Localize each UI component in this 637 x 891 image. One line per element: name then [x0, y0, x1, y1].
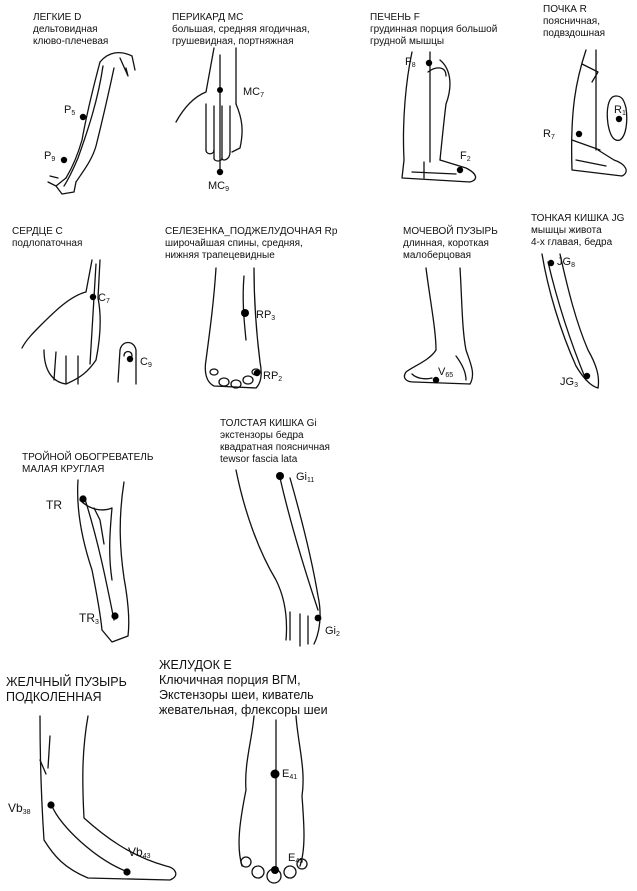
meridian-title: ПЕРИКАРД MC: [172, 12, 244, 23]
point-label: RP3: [256, 309, 276, 322]
muscle-line: широчайшая спины, средняя,: [165, 238, 303, 249]
point-label: E45: [288, 852, 304, 865]
meridian-title: ПОЧКА R: [543, 4, 587, 15]
meridian-title: ТРОЙНОЙ ОБОГРЕВАТЕЛЬ: [22, 452, 154, 463]
foot-illustration: [570, 49, 628, 177]
muscle-line: поясничная,: [543, 16, 600, 27]
muscle-line: дельтовидная: [33, 24, 98, 35]
muscle-line: экстензоры бедра: [220, 430, 304, 441]
point-label: Gi11: [296, 471, 315, 484]
muscle-line: ПОДКОЛЕННАЯ: [6, 690, 102, 704]
muscle-line: жевательная, флексоры шеи: [159, 703, 328, 717]
muscle-line: нижняя трапецевидные: [165, 250, 275, 261]
leg-illustration: [401, 51, 477, 183]
muscle-line: Экстензоры шеи, киватель: [159, 688, 314, 702]
point-label: TR3: [79, 611, 99, 626]
point-label: JG3: [560, 376, 578, 389]
hand-illustration: [175, 47, 243, 176]
muscle-line: квадратная поясничная: [220, 442, 330, 453]
meridian-title: ПЕЧЕНЬ F: [370, 12, 420, 23]
meridian-title: ЖЕЛЧНЫЙ ПУЗЫРЬ: [6, 675, 127, 689]
muscle-line: длинная, короткая: [403, 238, 489, 249]
point-label: R1: [614, 104, 626, 117]
point-label: TR: [46, 498, 62, 512]
point-label: V65: [438, 366, 454, 379]
muscle-line: Ключичная порция ВГМ,: [159, 673, 301, 687]
foot-illustration: [238, 715, 308, 884]
arm-illustration: [235, 469, 322, 647]
meridian-title: ЛЕГКИЕ D: [33, 12, 82, 23]
point-label: C9: [140, 356, 152, 369]
foot-illustration: [204, 267, 262, 389]
point-label: Vb43: [128, 845, 151, 860]
muscle-line: подлопаточная: [12, 238, 83, 249]
muscle-line: грудинная порция большой: [370, 24, 498, 35]
meridian-title: ТОЛСТАЯ КИШКА Gi: [220, 418, 317, 429]
muscle-line: МАЛАЯ КРУГЛАЯ: [22, 464, 105, 475]
point-label: E41: [282, 768, 298, 781]
muscle-line: tewsor fascia lata: [220, 454, 298, 465]
muscle-line: большая, средняя ягодичная,: [172, 24, 310, 35]
point-label: P9: [44, 150, 56, 163]
muscle-line: подвздошная: [543, 28, 606, 39]
meridian-title: СЕРДЦЕ C: [12, 226, 63, 237]
point-label: R7: [543, 128, 555, 141]
point-label: F2: [460, 150, 471, 163]
point-label: MC7: [243, 86, 265, 99]
meridian-title: ТОНКАЯ КИШКА JG: [531, 213, 625, 224]
point-label: RP2: [263, 370, 283, 383]
muscle-line: грудной мышцы: [370, 36, 445, 47]
muscle-line: 4-х главая, бедра: [531, 237, 613, 248]
point-label: Vb38: [8, 801, 31, 816]
leg-illustration: [39, 715, 177, 881]
point-label: F8: [405, 56, 416, 69]
arm-illustration: [47, 51, 136, 195]
point-label: MC9: [208, 180, 230, 193]
hand-illustration: [21, 259, 137, 385]
muscle-line: грушевидная, портняжная: [172, 36, 294, 47]
point-label: P5: [64, 104, 76, 117]
muscle-line: малоберцовая: [403, 250, 472, 261]
muscle-line: клюво-плечевая: [33, 36, 109, 47]
muscle-line: мышцы живота: [531, 225, 602, 236]
point-label: JG8: [557, 256, 575, 269]
meridian-title: ЖЕЛУДОК E: [159, 658, 232, 672]
arm-illustration: [76, 479, 130, 643]
meridian-title: СЕЛЕЗЕНКА_ПОДЖЕЛУДОЧНАЯ Rp: [165, 226, 338, 237]
point-label: C7: [98, 292, 110, 305]
meridian-title: МОЧЕВОЙ ПУЗЫРЬ: [403, 226, 498, 237]
point-label: Gi2: [325, 625, 340, 638]
arm-illustration: [541, 253, 600, 389]
leg-illustration: [403, 267, 474, 385]
